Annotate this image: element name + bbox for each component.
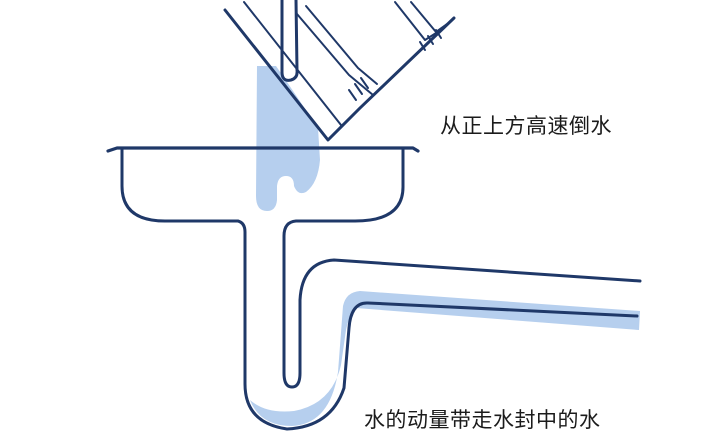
basin-body (120, 146, 639, 431)
trap-water (250, 291, 640, 426)
cup-drip-1 (348, 77, 369, 101)
cup-drip-2 (419, 29, 442, 51)
label-momentum-carries-seal-water: 水的动量带走水封中的水 (364, 408, 601, 432)
cup-ridge-1 (243, 1, 342, 126)
cup-ridge-5 (410, 1, 451, 33)
basin-rim (106, 146, 420, 153)
drain-inner-wall (282, 146, 642, 389)
label-pour-from-above: 从正上方高速倒水 (440, 114, 612, 138)
cup-ridge-3 (305, 5, 378, 85)
pouring-water (256, 66, 320, 211)
tilted-cup (223, 1, 456, 142)
cup-body (223, 8, 456, 142)
cup-ridge-2 (296, 13, 374, 96)
cup-handle (280, 0, 299, 82)
